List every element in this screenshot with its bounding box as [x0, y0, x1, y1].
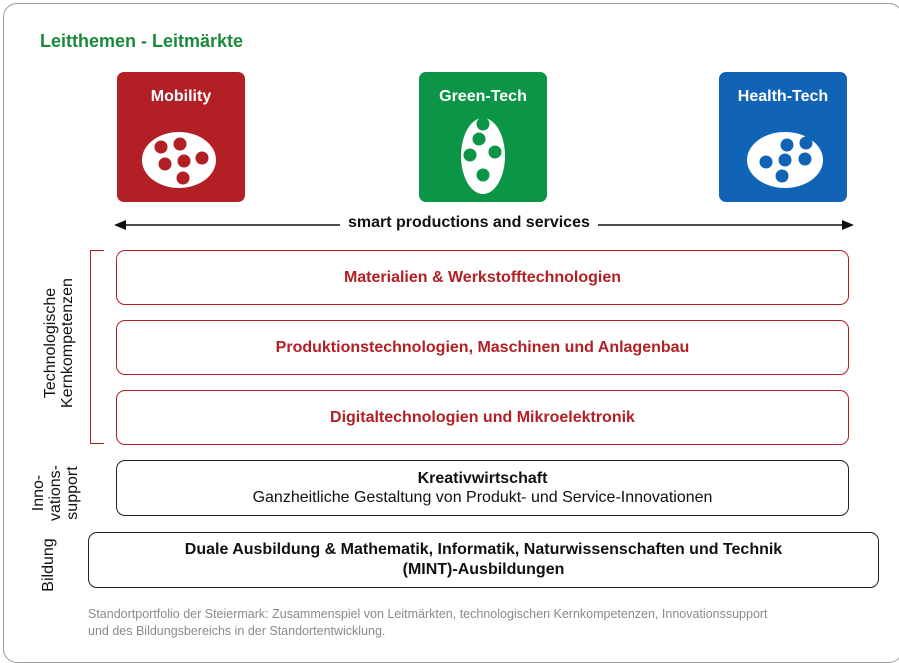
competence-label: Produktionstechnologien, Maschinen und A… [275, 338, 690, 356]
arrow-label: smart productions and services [340, 214, 598, 232]
side-label-innovation: Inno- vations- support [30, 464, 81, 522]
innovation-title: Kreativwirtschaft [417, 470, 548, 487]
competence-box-materials: Materialien & Werkstofftechnologien [116, 250, 849, 305]
dots-oval-icon [461, 117, 505, 194]
market-tile-health-tech: Health-Tech [719, 72, 847, 202]
competence-bracket [90, 250, 104, 444]
competence-label: Digitaltechnologien und Mikroelektronik [330, 408, 635, 426]
market-label: Green-Tech [439, 88, 527, 105]
education-line-2: (MINT)-Ausbildungen [402, 561, 565, 578]
dots-oval-icon [142, 132, 216, 188]
innovation-subtitle: Ganzheitliche Gestaltung von Produkt- un… [252, 489, 713, 506]
side-label-education: Bildung [40, 538, 57, 592]
competence-box-digital: Digitaltechnologien und Mikroelektronik [116, 390, 849, 445]
competence-box-production: Produktionstechnologien, Maschinen und A… [116, 320, 849, 375]
education-box: Duale Ausbildung & Mathematik, Informati… [88, 532, 879, 588]
market-tile-mobility: Mobility [117, 72, 245, 202]
education-line-1: Duale Ausbildung & Mathematik, Informati… [184, 541, 783, 558]
innovation-support-box: Kreativwirtschaft Ganzheitliche Gestaltu… [116, 460, 849, 516]
market-tile-green-tech: Green-Tech [419, 72, 547, 202]
dots-oval-icon [747, 132, 823, 188]
figure-caption: Standortportfolio der Steiermark: Zusamm… [88, 607, 768, 638]
competence-label: Materialien & Werkstofftechnologien [343, 268, 622, 286]
market-label: Mobility [150, 88, 212, 105]
market-label: Health-Tech [737, 88, 829, 105]
side-label-technology: Technologische Kernkompetenzen [42, 278, 76, 408]
diagram-title: Leitthemen - Leitmärkte [40, 31, 244, 51]
